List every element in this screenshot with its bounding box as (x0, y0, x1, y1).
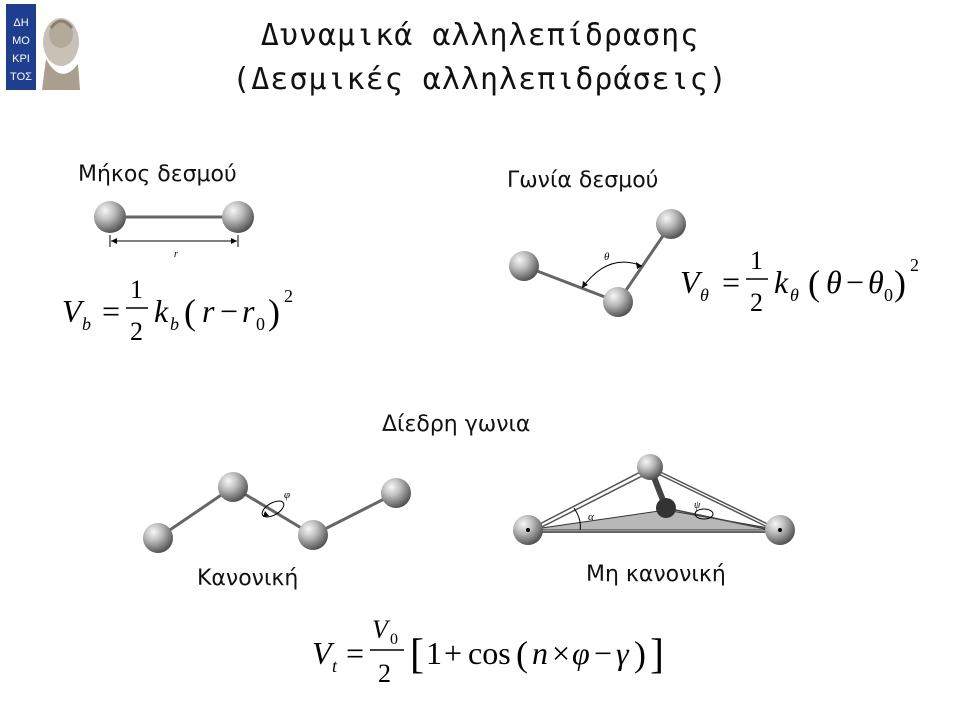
svg-text:(: ( (808, 263, 820, 303)
svg-text:=: = (346, 635, 364, 671)
svg-text:0: 0 (884, 285, 893, 305)
atom-sphere (509, 251, 539, 281)
bond-line (616, 223, 673, 303)
svg-text:θ: θ (826, 264, 842, 300)
plane (527, 509, 781, 531)
page-title-line1: Δυναμικά αλληλεπίδρασης (260, 18, 700, 53)
bond-length-equation: V b = 1 2 k b ( r − r 0 ) 2 (62, 275, 293, 346)
svg-text:): ) (268, 292, 280, 332)
svg-text:[: [ (410, 632, 424, 678)
psi-label: ψ (694, 500, 701, 511)
svg-text:): ) (634, 634, 646, 674)
bond-length-label: Μήκος δεσμού (78, 162, 237, 187)
rotation-arrow (694, 508, 714, 520)
svg-text:(: ( (516, 634, 528, 674)
svg-text:−: − (220, 293, 238, 329)
svg-text:0: 0 (256, 314, 265, 334)
svg-text:ΔΗ: ΔΗ (13, 17, 28, 29)
svg-text:V: V (372, 615, 391, 644)
svg-text:0: 0 (390, 631, 398, 648)
svg-text:): ) (894, 263, 906, 303)
svg-text:+: + (444, 635, 462, 671)
atom-sphere (298, 520, 328, 550)
theta-label: θ (604, 251, 610, 263)
svg-text:cos: cos (468, 635, 511, 671)
bond-line (157, 485, 234, 540)
svg-text:k: k (774, 264, 789, 300)
atom-sphere (381, 478, 411, 508)
atom-sphere (94, 201, 126, 233)
r-label: r (174, 249, 178, 260)
svg-text:b: b (82, 314, 91, 334)
svg-text:φ: φ (572, 635, 590, 671)
svg-text:2: 2 (378, 659, 391, 688)
svg-text:−: − (594, 635, 612, 671)
svg-text:1: 1 (426, 635, 442, 671)
bond-length-diagram: r (94, 201, 254, 260)
improper-dihedral-diagram: α ψ (513, 454, 795, 545)
svg-text:=: = (102, 293, 120, 329)
svg-text:1: 1 (130, 275, 143, 304)
svg-text:γ: γ (616, 635, 630, 671)
svg-text:V: V (680, 264, 703, 300)
atom-sphere (637, 454, 663, 480)
bond-line (312, 491, 397, 537)
page-title-line2: (Δεσμικές αλληλεπιδράσεις) (232, 62, 728, 97)
bond-angle-label: Γωνία δεσμού (507, 168, 659, 193)
institute-logo: ΔΗ ΜΟ ΚΡΙ ΤΟΣ (6, 4, 84, 90)
dihedral-label: Δίεδρη γωνια (382, 412, 531, 437)
proper-dihedral-label: Κανονική (197, 566, 299, 591)
svg-text:V: V (62, 293, 85, 329)
svg-text:θ: θ (790, 285, 799, 305)
svg-text:×: × (552, 635, 570, 671)
svg-text:θ: θ (868, 264, 884, 300)
atom-sphere (656, 209, 686, 239)
svg-text:ΚΡΙ: ΚΡΙ (12, 53, 30, 65)
bond-line (232, 485, 314, 537)
bond-angle-diagram: θ (509, 209, 686, 317)
svg-text:2: 2 (910, 255, 919, 275)
svg-text:V: V (312, 635, 335, 671)
dihedral-equation: V t = V 0 2 [ 1 + cos ( n × φ − γ ) ] (312, 615, 664, 688)
proper-dihedral-diagram: φ (143, 472, 411, 553)
angle-arc (581, 261, 643, 289)
svg-text:−: − (846, 264, 864, 300)
svg-text:2: 2 (750, 288, 763, 317)
svg-text:]: ] (650, 632, 664, 678)
atom-sphere (218, 472, 248, 502)
angle-arc (573, 507, 581, 531)
svg-text:2: 2 (130, 317, 143, 346)
svg-text:b: b (170, 314, 179, 334)
atom-sphere (656, 498, 676, 518)
svg-text:=: = (722, 264, 740, 300)
atom-sphere (603, 287, 633, 317)
svg-text:2: 2 (284, 286, 293, 306)
bond-angle-equation: V θ = 1 2 k θ ( θ − θ 0 ) 2 (680, 246, 919, 317)
alpha-label: α (588, 511, 594, 523)
improper-dihedral-label: Μη κανονική (586, 562, 726, 587)
bond-line (523, 264, 619, 304)
svg-text:k: k (154, 293, 169, 329)
svg-text:(: ( (184, 292, 196, 332)
atom-sphere (222, 201, 254, 233)
svg-text:r: r (202, 293, 215, 329)
svg-text:t: t (332, 656, 338, 676)
atom-sphere (143, 523, 173, 553)
svg-text:1: 1 (750, 246, 763, 275)
rotation-arrow (261, 500, 285, 518)
svg-text:ΜΟ: ΜΟ (12, 35, 30, 47)
svg-text:r: r (242, 293, 255, 329)
svg-text:ΤΟΣ: ΤΟΣ (10, 71, 32, 83)
phi-label: φ (284, 489, 290, 501)
svg-text:θ: θ (700, 285, 709, 305)
svg-text:n: n (532, 635, 548, 671)
